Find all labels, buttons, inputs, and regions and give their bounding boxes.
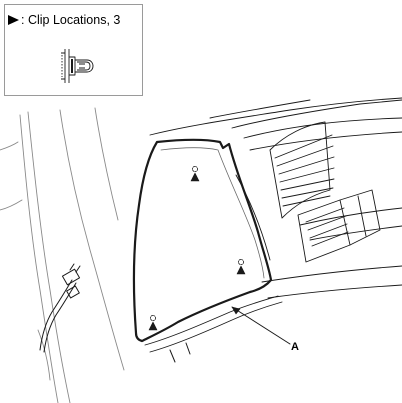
callout-leader-line — [231, 306, 291, 345]
clip-marker-2 — [236, 258, 246, 275]
legend-caption-text: : Clip Locations, 3 — [21, 13, 121, 27]
callout-label-a: A — [291, 341, 299, 353]
dashboard-structure — [149, 97, 402, 299]
push-clip-icon — [61, 49, 94, 83]
marker-arrow-icon — [8, 15, 19, 25]
air-vent — [269, 121, 335, 219]
legend-caption: : Clip Locations, 3 — [8, 13, 120, 27]
clip-marker-3 — [148, 314, 158, 331]
wire-harness — [39, 263, 81, 353]
body-panel-lines — [0, 107, 125, 403]
clip-legend-box: : Clip Locations, 3 — [4, 4, 143, 96]
clip-marker-1 — [190, 165, 200, 182]
lower-ribbed-panel — [297, 189, 381, 263]
side-cover-panel — [132, 138, 283, 363]
